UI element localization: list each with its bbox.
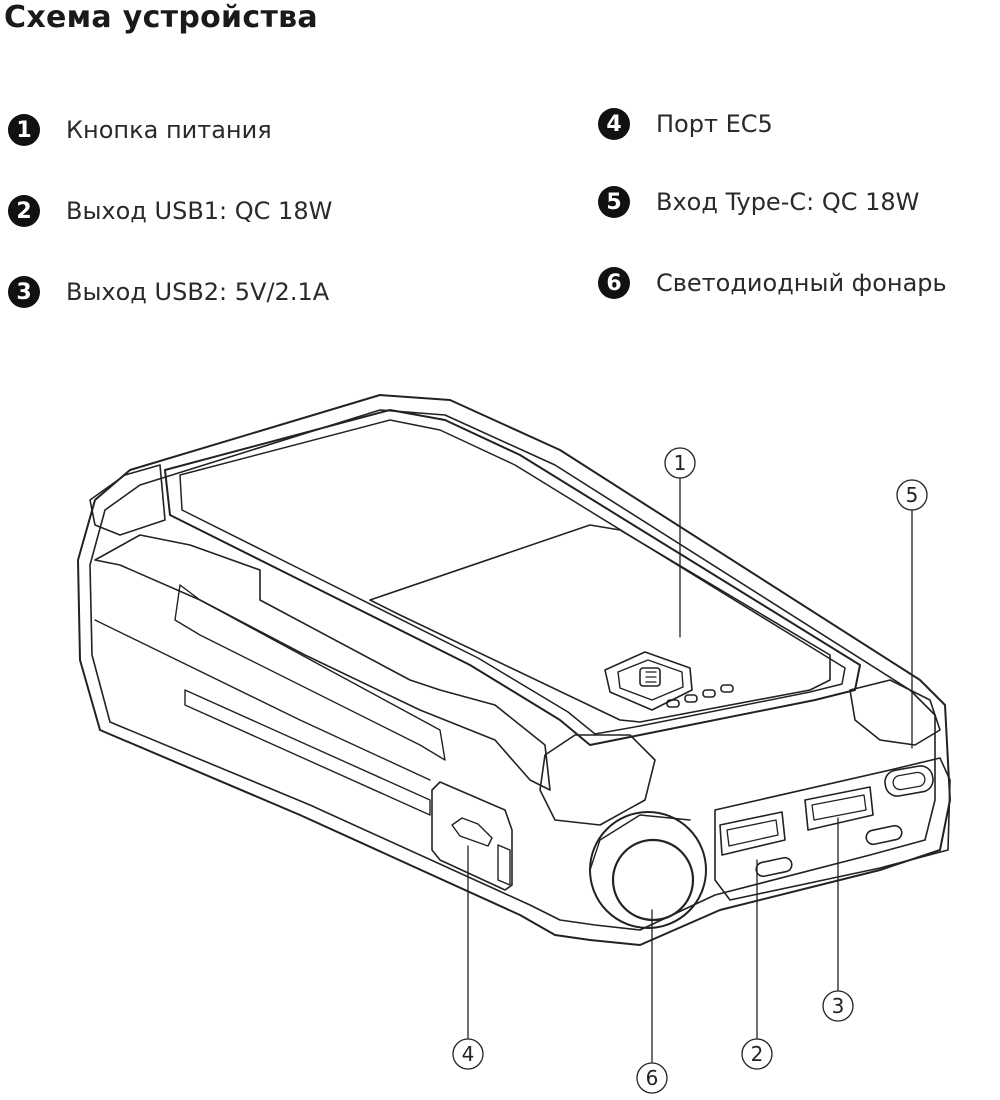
legend-number-badge: 5 bbox=[598, 186, 630, 218]
corner-bumper-left bbox=[89, 464, 166, 536]
top-panel-inner bbox=[179, 419, 846, 735]
usb2-port bbox=[804, 786, 903, 846]
callout-4: 4 bbox=[452, 1038, 484, 1070]
callout-leaders bbox=[467, 477, 913, 1063]
legend-label: Светодиодный фонарь bbox=[656, 269, 947, 297]
legend-label: Вход Type-C: QC 18W bbox=[656, 188, 920, 216]
side-grip-rail bbox=[94, 534, 551, 791]
legend-item-ec5-port: 4 Порт EC5 bbox=[598, 108, 773, 140]
typec-port bbox=[884, 765, 934, 797]
legend-item-usb2-output: 3 Выход USB2: 5V/2.1A bbox=[8, 276, 329, 308]
battery-indicator-leds bbox=[666, 684, 734, 708]
power-bank-diagram: 1 5 3 4 2 6 bbox=[77, 394, 951, 1094]
callout-number: 3 bbox=[832, 994, 845, 1018]
legend-number-badge: 2 bbox=[8, 195, 40, 227]
corner-bumper-front bbox=[539, 734, 656, 826]
side-lower-edge bbox=[94, 619, 431, 781]
callout-2: 2 bbox=[741, 1038, 773, 1070]
legend-item-power-button: 1 Кнопка питания bbox=[8, 114, 272, 146]
corner-bumper-right bbox=[849, 679, 941, 746]
legend-item-usb1-output: 2 Выход USB1: QC 18W bbox=[8, 195, 332, 227]
top-label-pad bbox=[369, 524, 831, 723]
legend-label: Выход USB2: 5V/2.1A bbox=[66, 278, 330, 306]
legend-item-typec-input: 5 Вход Type-C: QC 18W bbox=[598, 186, 919, 218]
callout-number: 1 bbox=[674, 451, 687, 475]
callout-5: 5 bbox=[896, 479, 928, 511]
legend-number-badge: 4 bbox=[598, 108, 630, 140]
led-flashlight bbox=[589, 811, 707, 929]
legend-label: Кнопка питания bbox=[66, 116, 272, 144]
legend-number-badge: 6 bbox=[598, 267, 630, 299]
callout-number: 4 bbox=[462, 1042, 475, 1066]
device-body-outline bbox=[77, 394, 951, 946]
side-grip-groove bbox=[174, 584, 446, 761]
callout-1: 1 bbox=[664, 447, 696, 479]
device-body-inner-outline bbox=[89, 409, 936, 931]
callout-6: 6 bbox=[636, 1062, 668, 1094]
callout-number: 5 bbox=[906, 483, 919, 507]
legend-number-badge: 3 bbox=[8, 276, 40, 308]
legend-label: Выход USB1: QC 18W bbox=[66, 197, 333, 225]
legend-label: Порт EC5 bbox=[656, 110, 773, 138]
callout-3: 3 bbox=[822, 990, 854, 1022]
top-panel-outline bbox=[164, 409, 861, 746]
side-bottom-groove bbox=[184, 689, 431, 816]
page-title: Схема устройства bbox=[4, 0, 318, 35]
callout-number: 6 bbox=[646, 1066, 659, 1090]
ec5-port-cover bbox=[431, 781, 513, 891]
power-button bbox=[604, 651, 693, 711]
front-port-panel bbox=[714, 757, 951, 901]
callout-number: 2 bbox=[751, 1042, 764, 1066]
legend-item-led-flashlight: 6 Светодиодный фонарь bbox=[598, 267, 947, 299]
legend-number-badge: 1 bbox=[8, 114, 40, 146]
